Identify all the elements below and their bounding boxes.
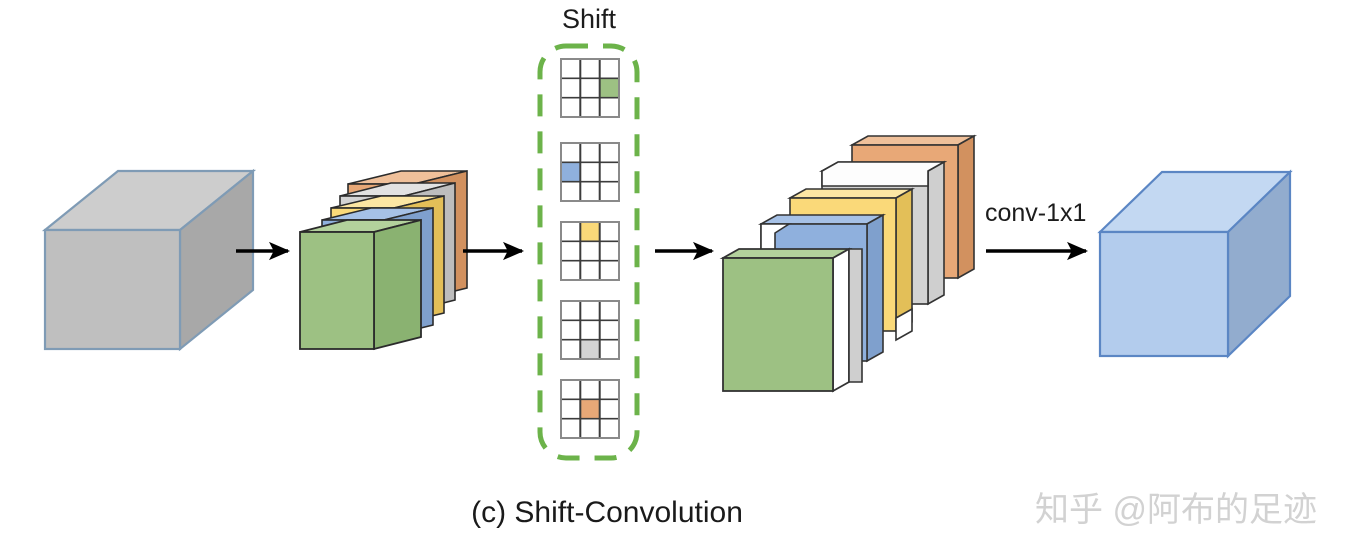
shifted-map-green-white-side [832, 247, 850, 393]
shifted-map-blue-side [866, 213, 884, 363]
shift-kernel-green [560, 58, 620, 118]
shift-kernel-orange [560, 379, 620, 439]
shift-kernel-orange-border [560, 379, 620, 439]
shifted-map-blue-top [757, 214, 887, 225]
shifted-map-green-gray-side [848, 248, 863, 383]
shifted-map-gray-side [927, 160, 945, 306]
shifted-map-green-top [719, 248, 853, 259]
shift-kernel-blue-border [560, 142, 620, 202]
shifted-map-orange-top [848, 135, 978, 146]
shifted-map-yellow-white-foot [895, 307, 913, 342]
shifted-map-gray-white-slab [821, 161, 948, 187]
shift-kernel-orange-active-cell [580, 399, 600, 419]
shift-kernel-group [537, 43, 640, 461]
shift-kernel-green-border [560, 58, 620, 118]
shift-kernel-gray [560, 300, 620, 360]
shift-group-dashed-border [537, 43, 640, 461]
shift-kernel-gray-border [560, 300, 620, 360]
shift-label: Shift [562, 4, 617, 34]
shifted-map-orange-side [957, 134, 975, 280]
stack-layer-green-side [373, 218, 422, 351]
stack-layer-green [299, 218, 422, 351]
conv-1x1-label: conv-1x1 [985, 199, 1086, 227]
shift-kernel-gray-active-cell [580, 339, 600, 359]
output-feature-cube [1097, 169, 1293, 359]
shift-kernel-green-active-cell [599, 78, 619, 98]
shifted-map-green-front [722, 257, 834, 392]
input-cube-front-face [43, 228, 182, 351]
input-feature-cube [41, 168, 257, 352]
figure-caption: (c) Shift-Convolution [471, 496, 743, 529]
stack-layer-green-front [299, 231, 375, 350]
shifted-map-green [719, 247, 863, 393]
shift-kernel-yellow [560, 221, 620, 281]
shift-kernel-blue [560, 142, 620, 202]
multi-channel-feature-stack [299, 169, 468, 351]
shift-kernel-yellow-border [560, 221, 620, 281]
shift-kernel-blue-active-cell [561, 162, 581, 182]
shift-kernel-yellow-active-cell [580, 222, 600, 242]
output-cube-front-face [1098, 230, 1230, 358]
watermark-text: 知乎 @阿布的足迹 [1035, 491, 1317, 529]
shifted-feature-maps [719, 134, 978, 393]
shifted-map-yellow-top [786, 188, 916, 199]
